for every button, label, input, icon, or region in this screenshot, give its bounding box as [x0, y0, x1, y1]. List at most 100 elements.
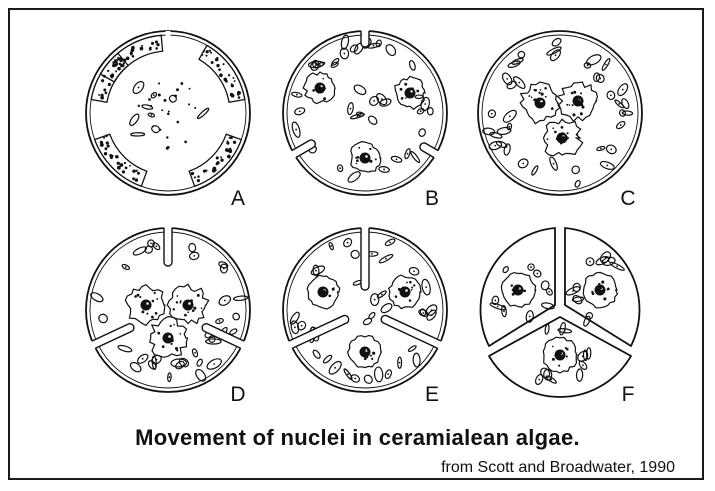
- cytoplasm-granule: [318, 86, 321, 89]
- band-granule: [140, 47, 144, 51]
- cytoplasm-granule: [405, 97, 407, 99]
- figure-caption: Movement of nuclei in ceramialean algae.: [0, 425, 715, 451]
- granule: [509, 115, 511, 117]
- band-granule: [155, 41, 158, 44]
- cytoplasm-granule: [173, 324, 175, 326]
- cytoplasm-granule: [560, 142, 562, 144]
- cytoplasm-granule: [603, 297, 606, 300]
- cytoplasm-granule: [318, 84, 320, 86]
- cytoplasm-granule: [157, 332, 160, 335]
- band-granule: [105, 135, 108, 138]
- plastid: [585, 53, 603, 67]
- band-granule: [132, 169, 135, 172]
- band-granule: [110, 156, 113, 159]
- cytoplasm-granule: [170, 343, 172, 345]
- granule: [374, 299, 376, 301]
- granule: [213, 363, 215, 365]
- band-granule: [233, 141, 236, 144]
- band-granule: [117, 67, 121, 71]
- plastid: [379, 98, 392, 108]
- granule: [350, 108, 352, 110]
- cytoplasm-granule: [558, 365, 560, 367]
- cytoplasm-granule: [562, 136, 565, 139]
- plastid: [374, 367, 383, 382]
- band-granule: [117, 57, 119, 59]
- granule: [142, 358, 144, 360]
- granule: [387, 373, 389, 375]
- cytoplasm-granule: [580, 92, 582, 94]
- plastid: [571, 294, 583, 306]
- nucleus: [595, 285, 606, 296]
- cytoplasm-granule: [154, 292, 156, 294]
- cytoplasm-granule: [398, 288, 401, 291]
- cytoplasm-granule: [601, 281, 604, 284]
- granule: [616, 265, 618, 267]
- plastid: [368, 311, 376, 319]
- cytoplasm-granule: [411, 289, 413, 291]
- granule: [522, 163, 524, 165]
- cytoplasm-granule: [375, 158, 377, 160]
- cytoplasm-granule: [146, 313, 148, 315]
- granule: [497, 306, 499, 308]
- cytoplasm-granule: [364, 157, 366, 159]
- cytoplasm-granule: [411, 87, 414, 90]
- cytoplasm-granule: [539, 102, 541, 104]
- cytoplasm-granule: [138, 105, 140, 107]
- plastid: [151, 125, 161, 134]
- panel-e: E: [283, 228, 447, 406]
- granule: [555, 54, 557, 56]
- cytoplasm-granule: [545, 96, 547, 98]
- granule: [301, 325, 303, 327]
- granule: [529, 316, 531, 318]
- cytoplasm-granule: [321, 290, 323, 292]
- cytoplasm-granule: [177, 121, 180, 124]
- band-granule: [216, 162, 219, 165]
- plastid: [197, 107, 210, 119]
- plastid: [117, 344, 132, 353]
- cytoplasm-granule: [322, 78, 324, 80]
- cytoplasm-granule: [176, 301, 178, 303]
- cytoplasm-granule: [201, 307, 203, 309]
- band-granule: [151, 42, 154, 45]
- nucleus: [360, 347, 371, 358]
- cytoplasm-granule: [540, 89, 542, 91]
- band-granule: [215, 58, 219, 62]
- cytoplasm-granule: [541, 102, 543, 104]
- band-granule: [107, 70, 109, 72]
- band-granule: [220, 159, 223, 162]
- cytoplasm-granule: [402, 291, 405, 294]
- granule: [347, 373, 349, 375]
- cytoplasm-granule: [141, 310, 144, 313]
- cytoplasm-granule: [607, 289, 609, 291]
- plastid: [622, 111, 632, 116]
- cytoplasm-granule: [556, 137, 559, 140]
- cytoplasm-granule: [534, 89, 537, 92]
- cytoplasm-granule: [566, 104, 568, 106]
- band-granule: [132, 177, 135, 180]
- granule: [373, 45, 375, 47]
- plastid: [427, 108, 433, 115]
- cytoplasm-granule: [323, 290, 325, 292]
- cytoplasm-granule: [371, 358, 373, 360]
- cytoplasm-granule: [179, 333, 181, 335]
- granule: [589, 261, 591, 263]
- plastid: [415, 95, 423, 99]
- cytoplasm-granule: [523, 289, 526, 292]
- cytoplasm-granule: [395, 295, 398, 298]
- cytoplasm-granule: [533, 98, 536, 101]
- band-granule: [103, 75, 106, 78]
- cytoplasm-granule: [356, 163, 358, 165]
- cytoplasm-granule: [547, 138, 549, 140]
- band-granule: [218, 68, 221, 71]
- cytoplasm-granule: [176, 349, 178, 351]
- cytoplasm-granule: [372, 352, 375, 355]
- band-granule: [132, 55, 135, 58]
- band-granule: [226, 142, 229, 145]
- granule: [396, 158, 398, 160]
- granule: [606, 165, 608, 167]
- cytoplasm-granule: [329, 295, 331, 297]
- granule: [315, 270, 317, 272]
- cytoplasm-granule: [155, 312, 158, 315]
- granule: [423, 312, 425, 314]
